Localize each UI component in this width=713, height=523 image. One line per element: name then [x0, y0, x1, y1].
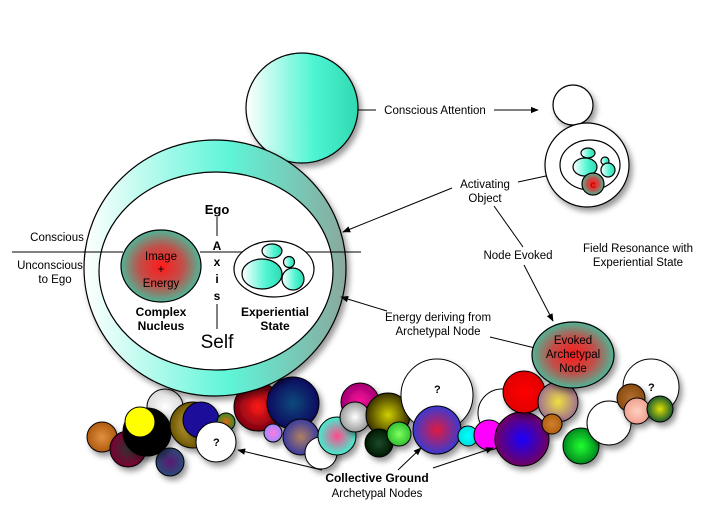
object-blob: [600, 162, 616, 178]
archetypal-node: [562, 427, 600, 465]
object-head-circle: [552, 84, 594, 126]
nucleus-plus: +: [158, 264, 165, 276]
archetypal-node: [263, 423, 283, 443]
field-resonance-label-2: Experiential State: [593, 257, 683, 269]
evoked-label: Evoked: [554, 335, 592, 347]
object-label: Object: [468, 193, 502, 205]
archetypal-node: [646, 395, 674, 423]
unknown-node-mark: ?: [434, 384, 441, 396]
unconscious-label-2: to Ego: [38, 274, 71, 286]
axis-letter: x: [214, 255, 221, 269]
archetypal-nodes-label: Archetypal Nodes: [332, 488, 423, 500]
ego-sphere-inner: [98, 171, 334, 371]
experience-blob: [261, 243, 283, 259]
archetypal-nodes: ???: [86, 358, 680, 477]
experience-blob: [241, 258, 283, 290]
complex-label: Complex: [136, 305, 187, 319]
archetypal-node: [412, 405, 462, 455]
object-blob: [580, 147, 596, 159]
collective-arrow-middle: [397, 447, 422, 471]
axis-letter: s: [214, 289, 221, 303]
archetypal-node: [494, 411, 550, 467]
object-core-label: c: [590, 180, 596, 191]
archetypal-node: [623, 397, 651, 425]
energy-connector: [489, 336, 536, 349]
archetypal-node: [339, 401, 371, 433]
archetypal-label: Archetypal: [546, 349, 600, 361]
self-label: Self: [201, 332, 234, 353]
unconscious-label: Unconscious: [17, 260, 83, 272]
complex-nucleus: [120, 229, 202, 303]
nucleus-energy: Energy: [143, 278, 180, 290]
collective-arrow-left: [237, 448, 323, 471]
object-core: [581, 172, 605, 196]
activating-label: Activating: [460, 179, 510, 191]
archetypal-node: [386, 421, 412, 447]
collective-ground-label: Collective Ground: [325, 471, 428, 485]
unknown-node-mark: ?: [648, 382, 655, 394]
energy-arrow: [340, 296, 388, 312]
archetypal-node: [541, 413, 563, 435]
field-resonance-label: Field Resonance with: [583, 243, 693, 255]
nucleus-image: Image: [145, 251, 177, 263]
node-evoked-line: [493, 205, 524, 248]
node-evoked-arrow: [523, 264, 554, 322]
nucleus-label: Nucleus: [138, 319, 185, 333]
energy-deriving-label-2: Archetypal Node: [395, 326, 480, 338]
archetypal-node: [155, 447, 185, 477]
node-evoked-label: Node Evoked: [483, 250, 552, 262]
node-label: Node: [559, 363, 587, 375]
axis-letter: A: [213, 239, 222, 253]
experience-blob: [282, 255, 296, 269]
archetypal-node: [195, 421, 237, 463]
conscious-attention-label: Conscious Attention: [384, 105, 486, 117]
experiential-label: Experiential: [241, 305, 309, 319]
state-label: State: [260, 319, 290, 333]
unknown-node-mark: ?: [213, 437, 220, 449]
archetypal-node: [124, 406, 156, 438]
axis-letter: i: [215, 272, 218, 286]
conscious-label: Conscious: [30, 232, 84, 244]
ego-label: Ego: [205, 202, 230, 217]
energy-deriving-label: Energy deriving from: [385, 312, 491, 324]
collective-arrow-right: [432, 447, 494, 469]
experience-blob: [281, 267, 305, 291]
conscious-attention-bubble: [245, 52, 359, 164]
evoked-archetypal-node: [531, 321, 615, 389]
activation-arrow: [342, 187, 453, 233]
object-connector: [517, 175, 547, 183]
